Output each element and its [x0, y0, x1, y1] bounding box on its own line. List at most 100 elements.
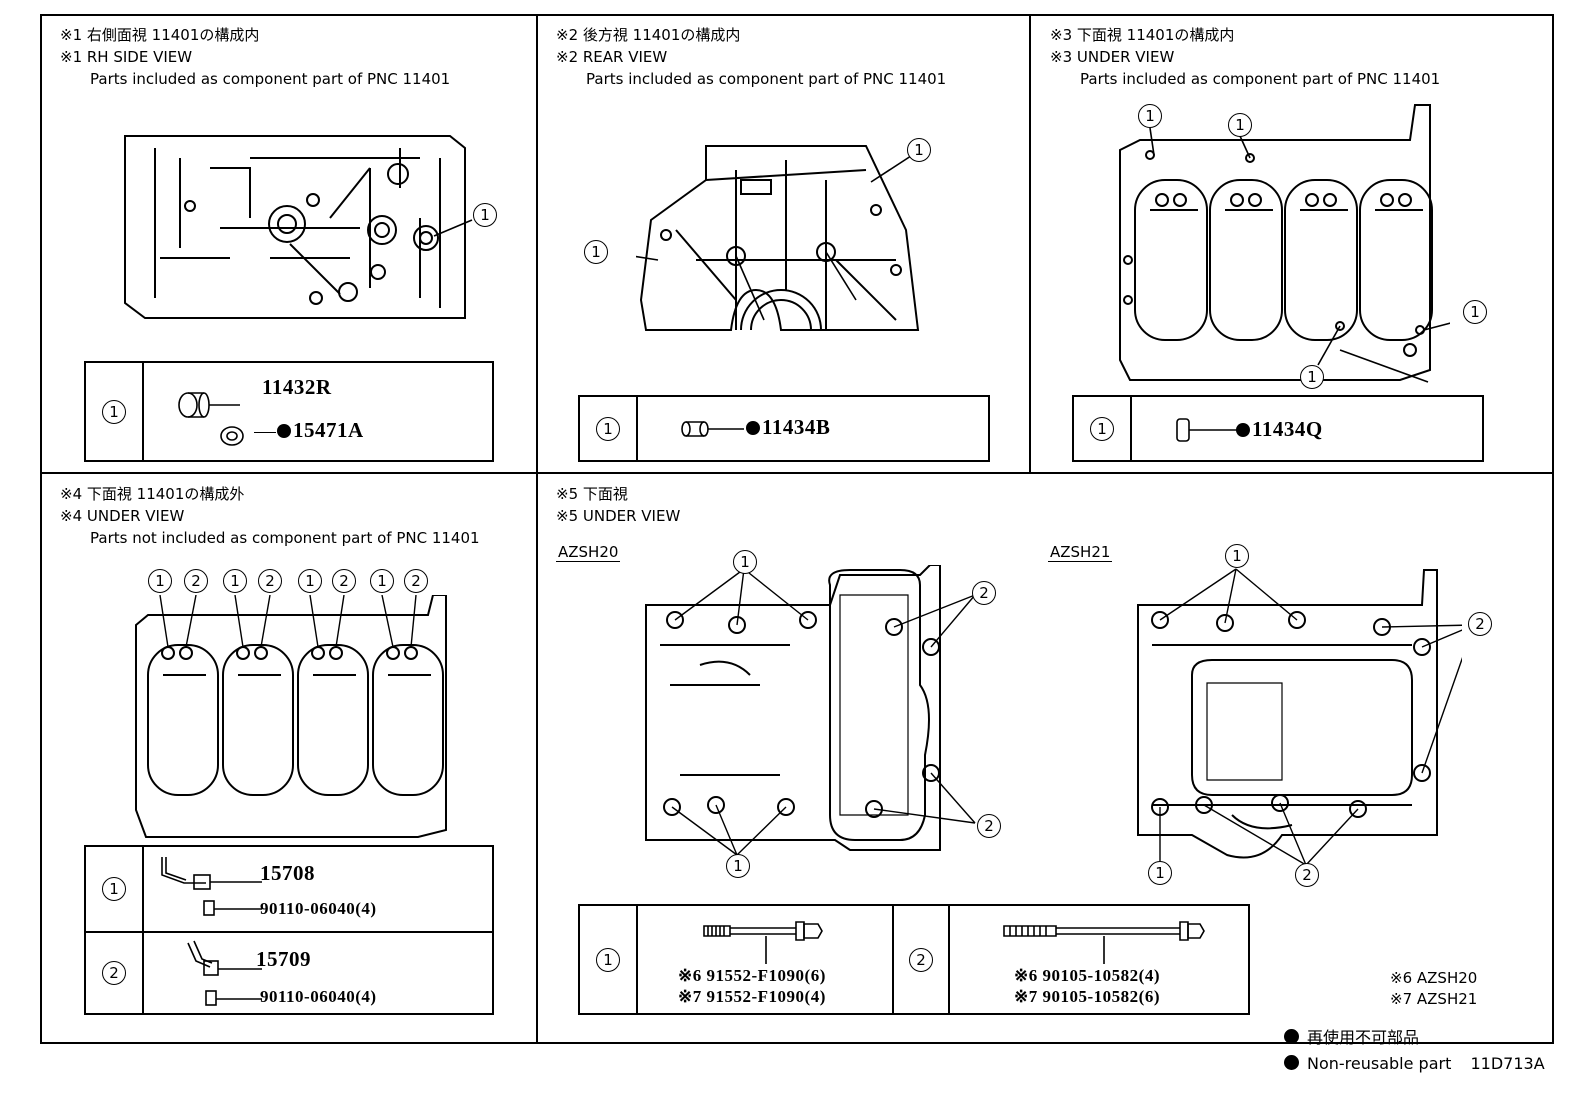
callout-2-right: 2: [1468, 612, 1492, 636]
callout-2: 2: [332, 569, 356, 593]
row-callout-1: 1: [596, 947, 620, 972]
parts-table-p2: 1 11434B: [578, 395, 990, 462]
bolt-part-number-azsh21: ※7 91552-F1090(4): [678, 987, 826, 1006]
callout-1: 1: [298, 569, 322, 593]
part-number: 11432R: [262, 375, 332, 399]
callout-1-left: 1: [584, 240, 608, 264]
caption-desc: Parts not included as component part of …: [90, 529, 480, 547]
row-divider: [144, 931, 492, 933]
caption-jp: ※5 下面視: [556, 485, 628, 503]
row-callout-1: 1: [102, 877, 126, 901]
row-number-cell: 1: [580, 397, 638, 460]
divider-v2: [1029, 14, 1031, 474]
callout-2-bottom: 2: [977, 814, 1001, 838]
long-bolt-icon: [1003, 921, 1205, 964]
model-label-azsh21: AZSH21: [1048, 543, 1113, 562]
row-callout-1: 1: [596, 416, 620, 441]
dowel-pin-icon: [681, 421, 744, 437]
callout-1-top: 1: [1225, 544, 1249, 568]
callout-1-bottom: 1: [1148, 861, 1172, 885]
legend-row-jp: 再使用不可部品: [1284, 1025, 1545, 1051]
caption-desc: Parts included as component part of PNC …: [1080, 70, 1441, 88]
azsh20-underside-drawing: [645, 565, 976, 856]
part-number-nonreusable: 11434B: [746, 415, 830, 440]
legend-en: Non-reusable part: [1307, 1054, 1452, 1073]
part-number: 15708: [260, 861, 315, 885]
callout-1: 1: [223, 569, 247, 593]
oil-jet-icon: [187, 940, 262, 1006]
caption-jp: ※2 後方視 11401の構成内: [556, 26, 741, 44]
caption-jp: ※3 下面視 11401の構成内: [1050, 26, 1235, 44]
divider-h: [40, 472, 1554, 474]
panel-caption: ※2 後方視 11401の構成内 ※2 REAR VIEW Parts incl…: [556, 24, 946, 90]
parts-table-p5: 1 2 ※6 91552-F1090(6) ※7 91552-F1090(4): [578, 904, 1250, 1015]
caption-desc: Parts included as component part of PNC …: [586, 70, 947, 88]
legend: 再使用不可部品 Non-reusable part 11D713A: [1284, 1025, 1545, 1077]
parts-table-p4: 1 2 15708 90110-06040(4) 15709 90110: [84, 845, 494, 1015]
caption-en: ※2 REAR VIEW: [556, 48, 668, 66]
callout-2: 2: [184, 569, 208, 593]
illustration-code: 11D713A: [1470, 1054, 1545, 1073]
panel-caption: ※4 下面視 11401の構成外 ※4 UNDER VIEW Parts not…: [60, 483, 480, 549]
non-reusable-dot-icon: [277, 424, 291, 438]
row-number-cell: 1: [1074, 397, 1132, 460]
legend-row-en: Non-reusable part 11D713A: [1284, 1051, 1545, 1077]
caption-en: ※5 UNDER VIEW: [556, 507, 681, 525]
part-number-nonreusable: 11434Q: [1236, 417, 1323, 442]
row-number-cell: 1: [580, 906, 638, 1013]
panel-caption: ※1 右側面視 11401の構成内 ※1 RH SIDE VIEW Parts …: [60, 24, 450, 90]
bolt-icon: [703, 921, 823, 964]
caption-desc: Parts included as component part of PNC …: [90, 70, 451, 88]
row-number-cell: 2: [894, 906, 950, 1013]
footnote-azsh20: ※6 AZSH20: [1390, 969, 1478, 987]
panel-caption: ※5 下面視 ※5 UNDER VIEW: [556, 483, 680, 527]
callout-2: 2: [404, 569, 428, 593]
callout-2: 2: [258, 569, 282, 593]
azsh21-underside-drawing: [1137, 568, 1462, 866]
caption-jp: ※1 右側面視 11401の構成内: [60, 26, 260, 44]
row-callout-1: 1: [102, 399, 126, 424]
part-number: 15709: [256, 947, 311, 971]
callout-1-b: 1: [1228, 113, 1252, 137]
callout-1: 1: [148, 569, 172, 593]
plug-icon: [178, 392, 244, 446]
callout-2-bottom: 2: [1295, 863, 1319, 887]
caption-en: ※3 UNDER VIEW: [1050, 48, 1175, 66]
non-reusable-dot-icon: [1284, 1055, 1299, 1070]
callout-1: 1: [370, 569, 394, 593]
legend-jp: 再使用不可部品: [1307, 1028, 1420, 1047]
footnote-azsh21: ※7 AZSH21: [1390, 990, 1478, 1008]
callout-1-d: 1: [1300, 365, 1324, 389]
divider-v1: [536, 14, 538, 1044]
bolt-part-number: 90110-06040(4): [260, 899, 377, 918]
bolt-part-number: 90110-06040(4): [260, 987, 377, 1006]
callout-2-top: 2: [972, 581, 996, 605]
column-divider: [892, 906, 894, 1013]
caption-en: ※1 RH SIDE VIEW: [60, 48, 193, 66]
callout-1-bottom: 1: [726, 854, 750, 878]
callout-1-c: 1: [1463, 300, 1487, 324]
bolt-part-number-azsh20: ※6 90105-10582(4): [1014, 966, 1160, 985]
row-callout-2: 2: [909, 947, 933, 972]
diagram-frame: [40, 14, 1554, 1044]
bolt-part-number-azsh20: ※6 91552-F1090(6): [678, 966, 826, 985]
row-number-cell: 1: [86, 847, 144, 931]
engine-block-rear-drawing: [636, 145, 920, 331]
non-reusable-dot-icon: [746, 421, 760, 435]
part-number-nonreusable: 15471A: [254, 418, 364, 443]
caption-en: ※4 UNDER VIEW: [60, 507, 185, 525]
engine-block-underside-drawing: [1119, 104, 1450, 383]
non-reusable-dot-icon: [1284, 1029, 1299, 1044]
sleeve-icon: [1176, 418, 1238, 442]
engine-block-rh-side-drawing: [124, 135, 473, 319]
row-callout-1: 1: [1090, 416, 1114, 441]
callout-1-top: 1: [907, 138, 931, 162]
callout-1-a: 1: [1138, 104, 1162, 128]
row-callout-2: 2: [102, 961, 126, 985]
panel-caption: ※3 下面視 11401の構成内 ※3 UNDER VIEW Parts inc…: [1050, 24, 1440, 90]
parts-table-p3: 1 11434Q: [1072, 395, 1484, 462]
parts-table-p1: 1 11432R 15471A: [84, 361, 494, 462]
row-number-cell: 2: [86, 931, 144, 1013]
engine-block-underside-jets-drawing: [135, 595, 447, 838]
callout-1-top: 1: [733, 550, 757, 574]
